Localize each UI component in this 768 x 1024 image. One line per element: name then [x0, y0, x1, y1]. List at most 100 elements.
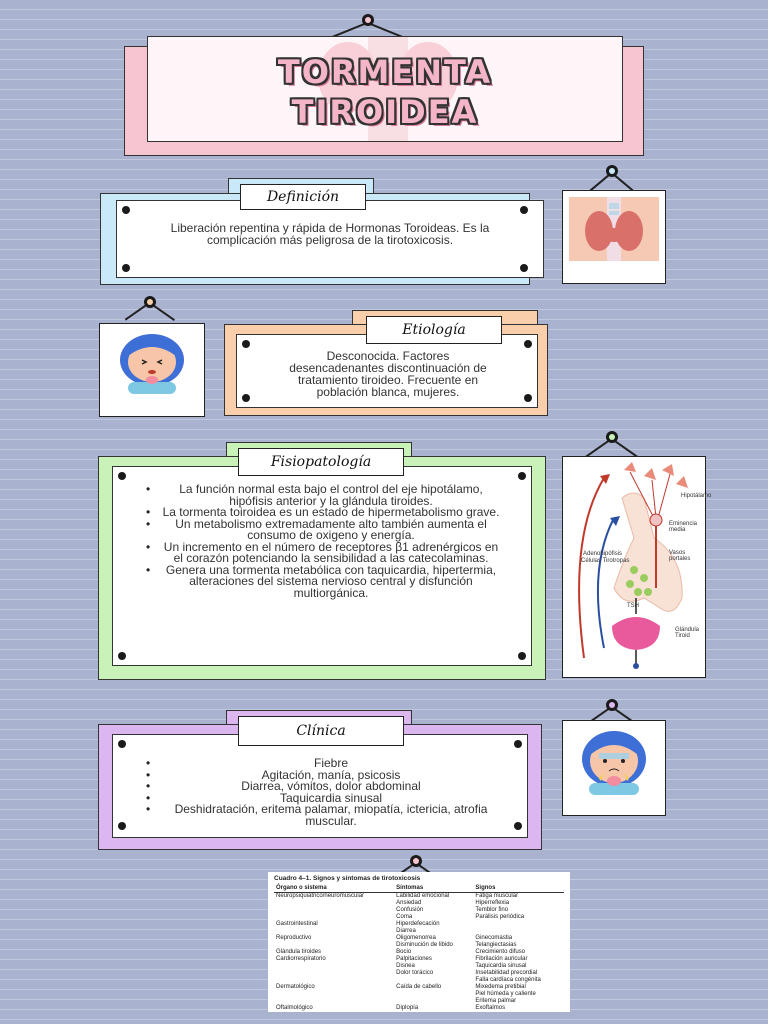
title-line-1: TORMENTA	[277, 53, 493, 91]
corner-dot	[520, 264, 528, 272]
table-cell: Oftalmológico	[276, 1005, 313, 1011]
table-cell: Fibrilación auricular	[475, 956, 528, 962]
title-card: TORMENTA TIROIDEA	[147, 36, 623, 142]
table-cell: Insetabilidad precordial	[475, 970, 538, 976]
clinica-item: Deshidratación, eritema palamar, miopatí…	[146, 803, 516, 827]
table-cell	[473, 928, 564, 935]
table-cell	[274, 977, 394, 984]
table-cell	[274, 907, 394, 914]
table-caption: Cuadro 4–1. Signos y síntomas de tirotox…	[274, 875, 421, 882]
table-cell: Eritema palmar	[475, 998, 517, 1004]
table-cell: Glándula tiroides	[276, 949, 322, 955]
table-row: Glándula tiroides Bocio Crecimiento difuso	[274, 949, 564, 956]
fisio-item: La función normal esta bajo el control d…	[146, 483, 516, 507]
table-cell	[394, 977, 473, 984]
label-celulas: Células Tirotropas	[581, 558, 630, 564]
fisio-item: Un metabolismo extremadamente alto tambi…	[146, 518, 516, 542]
table-cell: Taquicardia sinusal	[475, 963, 527, 969]
table-cell	[394, 998, 473, 1005]
label-tsh: TSH	[627, 603, 639, 609]
clinica-tab: Clínica	[238, 716, 404, 746]
table-cell: Coma	[396, 914, 413, 920]
corner-dot	[122, 206, 130, 214]
table-cell: Hiperreflexia	[475, 900, 510, 906]
clinica-item: Diarrea, vómitos, dolor abdominal	[146, 780, 516, 793]
table-cell: Exoftalmos	[475, 1005, 506, 1011]
table-cell: Falla cardíaca congénita	[475, 977, 541, 983]
table-cell	[394, 991, 473, 998]
table-cell: Labilidad emocional	[396, 893, 450, 899]
fisio-item: Genera una tormenta metabólica con taqui…	[146, 564, 516, 600]
corner-dot	[518, 652, 526, 660]
corner-dot	[118, 472, 126, 480]
table-cell: Hiperdefecación	[396, 921, 440, 927]
corner-dot	[242, 394, 250, 402]
table-row: Piel húmeda y caliente	[274, 991, 564, 998]
table-row: Dermatológico Caída de cabello Mixedema pr…	[274, 984, 564, 991]
title-pin	[362, 14, 374, 26]
fisio-item: Un incremento en el número de receptores…	[146, 541, 516, 565]
etiologia-card	[236, 334, 538, 408]
corner-dot	[122, 264, 130, 272]
fisio-list: La función normal esta bajo el control d…	[146, 483, 516, 600]
table-header-cell: Signos	[473, 884, 564, 893]
corner-dot	[242, 340, 250, 348]
table-cell: Dermatológico	[276, 984, 315, 990]
table-cell: Fatiga muscular	[475, 893, 519, 899]
table-cell: Caída de cabello	[396, 984, 442, 990]
table-cell	[274, 998, 394, 1005]
table-cell: Ginecomastia	[475, 935, 513, 941]
diagram-pin	[606, 431, 618, 443]
etiologia-text: Desconocida. Factores desencadenantes di…	[289, 349, 487, 399]
feverish-girl-icon	[569, 727, 659, 795]
table-cell: Bocio	[396, 949, 412, 955]
corner-dot	[520, 206, 528, 214]
table-cell: Disminución de libido	[396, 942, 453, 948]
signs-table-card: Cuadro 4–1. Signos y síntomas de tirotox…	[268, 872, 570, 1012]
table-cell	[274, 963, 394, 970]
title-line-2: TIROIDEA	[291, 93, 479, 131]
table-cell: Temblor fino	[475, 907, 509, 913]
table-cell	[274, 914, 394, 921]
label-eminencia: Eminencia media	[669, 521, 698, 533]
clinica-list: Fiebre Agitación, manía, psicosis Diarre…	[146, 757, 516, 827]
corner-dot	[118, 822, 126, 830]
table-row: Reproductivo Oligomenorrea Ginecomastia	[274, 935, 564, 942]
table-cell	[274, 991, 394, 998]
corner-dot	[524, 394, 532, 402]
table-cell	[274, 928, 394, 935]
table-cell: Oligomenorrea	[396, 935, 436, 941]
table-cell: Reproductivo	[276, 935, 312, 941]
table-row: Diarrea	[274, 928, 564, 935]
girl-photo-pin	[144, 296, 156, 308]
clinica-item: Taquicardia sinusal	[146, 792, 516, 805]
label-glandula: Glándula Tiroid	[675, 627, 700, 639]
table-cell	[473, 921, 564, 928]
table-cell: Confusión	[396, 907, 424, 913]
corner-dot	[518, 472, 526, 480]
thyroid-watermark-icon	[318, 37, 458, 141]
girl2-photo-pin	[606, 699, 618, 711]
corner-dot	[524, 340, 532, 348]
table-cell	[274, 942, 394, 949]
label-adeno: Adenohipófisis	[583, 551, 623, 557]
label-vasos: Vasos portales	[669, 550, 691, 562]
table-cell: Crecimiento difuso	[475, 949, 526, 955]
table-cell: Diarrea	[396, 928, 416, 934]
table-cell: Mixedema pretibial	[475, 984, 526, 990]
thyroid-photo-pin	[606, 165, 618, 177]
table-cell: Piel húmeda y caliente	[475, 991, 536, 997]
table-cell: Cardiorrespiratorio	[276, 956, 326, 962]
label-hipotalamo: Hipotálamo	[681, 493, 712, 499]
girl2-photo	[562, 720, 666, 816]
table-cell: Neuropsiquiátrico/neuromuscular	[276, 893, 365, 899]
table-cell: Palpitaciones	[396, 956, 432, 962]
table-header-cell: Órgano o sistema	[274, 884, 395, 893]
